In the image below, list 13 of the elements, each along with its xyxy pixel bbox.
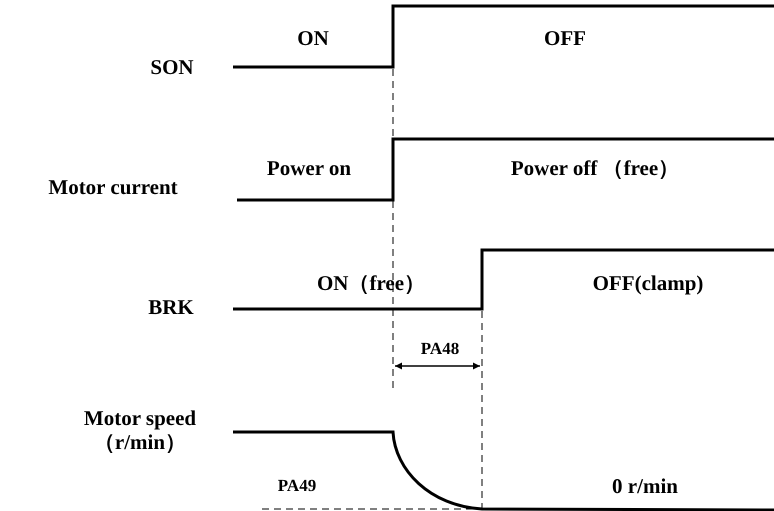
state-label: Power on [266,156,352,180]
state-label: OFF [544,26,586,50]
signal-name: Motor speed （r/min） [82,406,198,454]
signal-name: Motor current [48,174,178,200]
state-label: 0 r/min [612,474,678,498]
state-label: Power off （free） [510,156,680,180]
signal-name: SON [150,54,194,80]
state-label: ON（free） [316,270,426,296]
parameter-label: PA49 [278,476,316,496]
parameter-label: PA48 [420,339,460,359]
state-label: OFF(clamp) [592,270,704,296]
state-label: ON [297,26,329,50]
signal-name: BRK [148,294,194,320]
